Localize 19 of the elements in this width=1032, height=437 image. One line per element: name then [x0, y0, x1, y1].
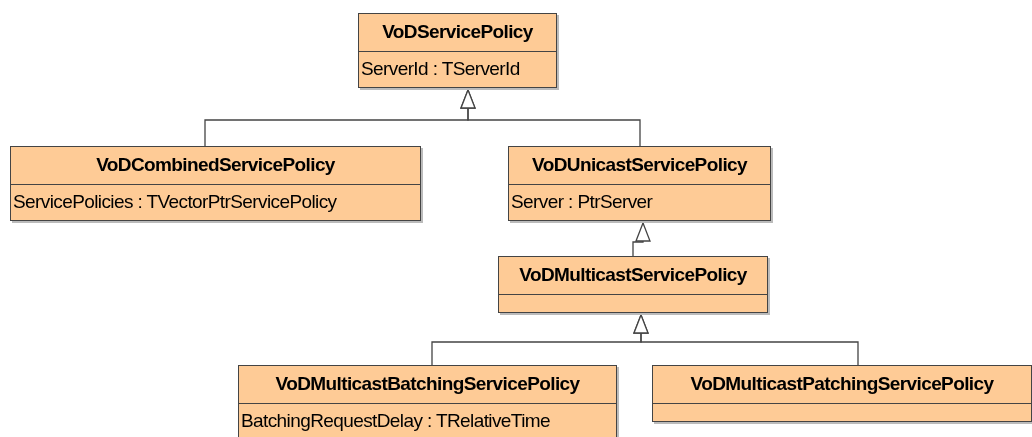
class-box: [10, 146, 421, 221]
class-attribute: Server : PtrServer: [511, 190, 653, 214]
class-name: VoDUnicastServicePolicy: [532, 153, 747, 177]
class-name: VoDMulticastBatchingServicePolicy: [275, 372, 580, 396]
inheritance-arrow: [632, 222, 651, 257]
class-box: [508, 146, 771, 221]
class-box: [652, 365, 1032, 422]
inheritance-arrow: [633, 314, 859, 366]
class-name: VoDCombinedServicePolicy: [96, 153, 335, 177]
class-box: [358, 13, 557, 88]
class-name: VoDMulticastServicePolicy: [519, 263, 747, 287]
class-name: VoDMulticastPatchingServicePolicy: [690, 372, 994, 396]
class-box: [498, 256, 768, 313]
class-attribute: ServerId : TServerId: [361, 57, 520, 81]
class-attribute: BatchingRequestDelay : TRelativeTime: [241, 409, 550, 433]
class-box: [238, 365, 617, 437]
class-name: VoDServicePolicy: [382, 20, 533, 44]
inheritance-arrow: [460, 89, 641, 147]
class-attribute: ServicePolicies : TVectorPtrServicePolicy: [13, 190, 337, 214]
